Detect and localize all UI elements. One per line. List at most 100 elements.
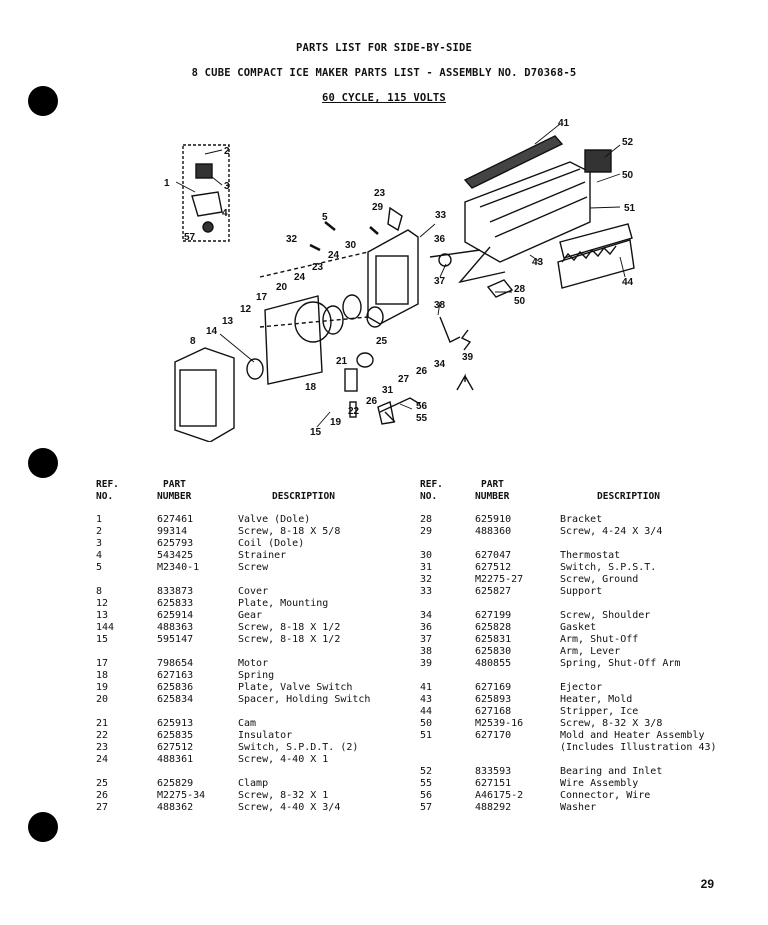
ref-number: 52 bbox=[420, 766, 433, 777]
part-number: 627169 bbox=[475, 682, 512, 693]
right-ref-header: REF. NO. bbox=[420, 479, 443, 503]
ref-number: 23 bbox=[96, 742, 109, 753]
part-description: Motor bbox=[238, 658, 269, 669]
callout-5: 5 bbox=[322, 212, 328, 223]
ref-number: 5 bbox=[96, 562, 103, 573]
callout-51: 51 bbox=[624, 203, 636, 214]
ref-header-line1: REF. bbox=[420, 479, 443, 490]
group-spacer bbox=[96, 766, 146, 778]
part-description: Plate, Valve Switch bbox=[238, 682, 353, 693]
ref-number: 36 bbox=[420, 622, 433, 633]
ref-number: 43 bbox=[420, 694, 433, 705]
part-description: Cam bbox=[238, 718, 257, 729]
part-description: Screw, 8-18 X 1/2 bbox=[238, 622, 341, 633]
callout-29: 29 bbox=[372, 202, 384, 213]
callout-27: 27 bbox=[398, 374, 410, 385]
part-description: Plate, Mounting bbox=[238, 598, 329, 609]
callout-34: 34 bbox=[434, 359, 446, 370]
part-description: Mold and Heater Assembly bbox=[560, 730, 705, 741]
part-header-line1: PART bbox=[163, 479, 186, 490]
ref-number: 33 bbox=[420, 586, 433, 597]
callout-33: 33 bbox=[435, 210, 447, 221]
callout-leaders bbox=[175, 123, 626, 428]
left-ref-header: REF. NO. bbox=[96, 479, 119, 503]
callout-44: 44 bbox=[622, 277, 634, 288]
ref-number: 39 bbox=[420, 658, 433, 669]
callout-labels: 1 2 3 4 57 41 52 50 51 44 43 28 50 23 29… bbox=[164, 118, 636, 438]
part-number: 595147 bbox=[157, 634, 194, 645]
callout-55: 55 bbox=[416, 413, 428, 424]
binder-hole-bottom bbox=[28, 812, 58, 842]
callout-24-mid: 24 bbox=[294, 272, 306, 283]
group-spacer bbox=[560, 754, 760, 766]
ref-number: 13 bbox=[96, 610, 109, 621]
part-description: Spring bbox=[238, 670, 275, 681]
part-description: Arm, Shut-Off bbox=[560, 634, 639, 645]
ref-number: 24 bbox=[96, 754, 109, 765]
part-number: 627163 bbox=[157, 670, 194, 681]
callout-17: 17 bbox=[256, 292, 268, 303]
part-number: 625830 bbox=[475, 646, 512, 657]
ref-header-line2: NO. bbox=[420, 491, 438, 502]
part-number: 480855 bbox=[475, 658, 512, 669]
part-description: Stripper, Ice bbox=[560, 706, 639, 717]
callout-4: 4 bbox=[222, 208, 228, 219]
part-number: 488361 bbox=[157, 754, 194, 765]
part-description: Screw, 8-32 X 3/8 bbox=[560, 718, 663, 729]
callout-18: 18 bbox=[305, 382, 317, 393]
ref-number: 38 bbox=[420, 646, 433, 657]
ref-number: 44 bbox=[420, 706, 433, 717]
right-part-header: PART NUMBER bbox=[475, 479, 509, 503]
part-number: 488362 bbox=[157, 802, 194, 813]
callout-24-upper: 24 bbox=[328, 250, 340, 261]
part-number: 798654 bbox=[157, 658, 194, 669]
part-number: 627168 bbox=[475, 706, 512, 717]
ref-number: 19 bbox=[96, 682, 109, 693]
part-number: 488360 bbox=[475, 526, 512, 537]
callout-2: 2 bbox=[224, 146, 230, 157]
part-description: Cover bbox=[238, 586, 269, 597]
part-number: 625910 bbox=[475, 514, 512, 525]
ref-number: 37 bbox=[420, 634, 433, 645]
page-number: 29 bbox=[700, 877, 714, 891]
part-number: 627512 bbox=[475, 562, 512, 573]
part-number: M2275-27 bbox=[475, 574, 524, 585]
group-spacer bbox=[475, 598, 555, 610]
ref-number: 3 bbox=[96, 538, 103, 549]
ref-number: 30 bbox=[420, 550, 433, 561]
callout-57: 57 bbox=[184, 232, 196, 243]
callout-56: 56 bbox=[416, 401, 428, 412]
ref-number: 34 bbox=[420, 610, 433, 621]
part-description: Screw, 4-40 X 3/4 bbox=[238, 802, 341, 813]
part-description: Bearing and Inlet bbox=[560, 766, 663, 777]
group-spacer bbox=[420, 538, 470, 550]
ref-number: 28 bbox=[420, 514, 433, 525]
part-description: Connector, Wire bbox=[560, 790, 651, 801]
part-number: 625835 bbox=[157, 730, 194, 741]
part-number: 627170 bbox=[475, 730, 512, 741]
part-number: 627199 bbox=[475, 610, 512, 621]
part-number: M2275-34 bbox=[157, 790, 206, 801]
part-description: Screw, Ground bbox=[560, 574, 639, 585]
part-number: 488363 bbox=[157, 622, 194, 633]
ref-number: 32 bbox=[420, 574, 433, 585]
part-number: 627512 bbox=[157, 742, 194, 753]
part-number: 543425 bbox=[157, 550, 194, 561]
part-number: 625793 bbox=[157, 538, 194, 549]
ref-number: 17 bbox=[96, 658, 109, 669]
diagram-art bbox=[174, 135, 635, 442]
part-description: Screw, 4-24 X 3/4 bbox=[560, 526, 663, 537]
callout-14: 14 bbox=[206, 326, 218, 337]
group-spacer bbox=[420, 754, 470, 766]
callout-22: 22 bbox=[348, 406, 360, 417]
callout-32: 32 bbox=[286, 234, 298, 245]
ref-number: 27 bbox=[96, 802, 109, 813]
ref-number: 56 bbox=[420, 790, 433, 801]
ref-number bbox=[420, 742, 470, 754]
part-description: Switch, S.P.S.T. bbox=[560, 562, 657, 573]
ref-number: 20 bbox=[96, 694, 109, 705]
part-description: Thermostat bbox=[560, 550, 621, 561]
group-spacer bbox=[238, 574, 418, 586]
left-part-header: PART NUMBER bbox=[157, 479, 191, 503]
part-number: 488292 bbox=[475, 802, 512, 813]
